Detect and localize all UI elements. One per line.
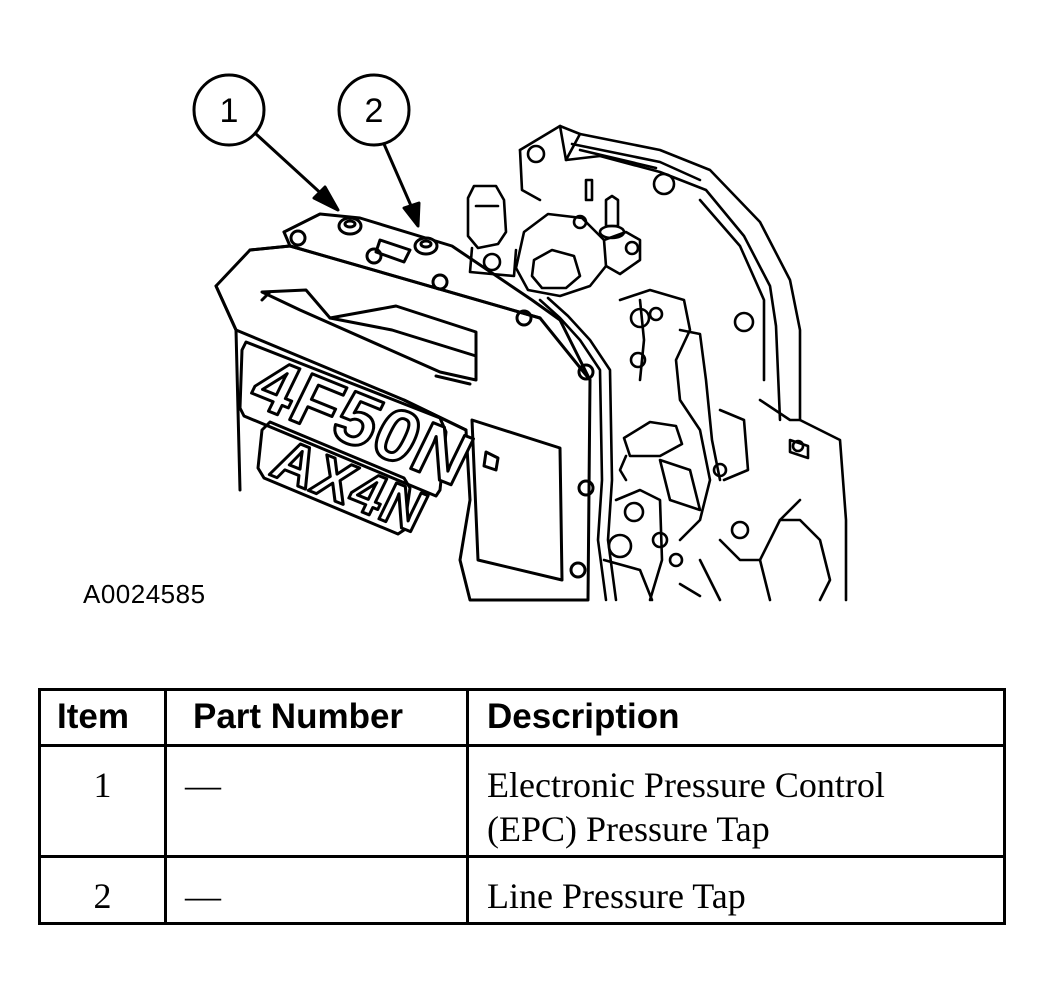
transmission-illustration: 1 2 [83,73,848,609]
housing-lettering: 4F50N AX4N [237,340,487,546]
parts-table: Item Part Number Description 1 — Electro… [38,688,1006,925]
callout-2: 2 [337,73,421,228]
callout-1-label: 1 [220,92,239,130]
callout-1: 1 [192,73,340,212]
header-part-number: Part Number [164,688,469,747]
row-2-item: 2 [38,855,167,925]
callout-2-label: 2 [365,92,384,130]
valve-body [466,124,848,602]
row-1-description: Electronic Pressure Control (EPC) Pressu… [466,744,1006,858]
table-row: 2 — Line Pressure Tap [38,855,1006,925]
row-1-item: 1 [38,744,167,858]
row-2-description: Line Pressure Tap [466,855,1006,925]
header-description: Description [466,688,1006,747]
row-1-description-line-1: Electronic Pressure Control [487,765,885,805]
row-2-description-line-1: Line Pressure Tap [487,876,746,916]
row-2-part-number: — [164,855,469,925]
row-1-part-number: — [164,744,469,858]
figure-id: A0024585 [83,579,206,609]
table-header-row: Item Part Number Description [38,688,1006,747]
header-item: Item [38,688,167,747]
row-1-description-line-2: (EPC) Pressure Tap [487,809,770,849]
table-row: 1 — Electronic Pressure Control (EPC) Pr… [38,744,1006,858]
